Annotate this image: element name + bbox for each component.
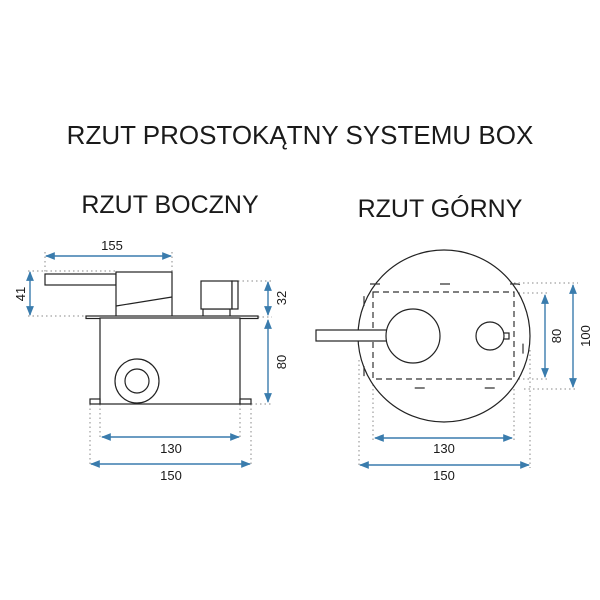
diverter-knob [475,321,505,351]
diverter-knob [200,280,233,310]
mounting-foot [89,398,101,405]
dim-41: 41 [13,287,28,301]
dim-150: 150 [160,468,182,483]
side-view-label: RZUT BOCZNY [81,191,259,219]
dim-130: 130 [160,441,182,456]
dim-80: 80 [274,355,289,369]
dim-150: 150 [433,468,455,483]
extension-lines [28,252,272,467]
mixer-body [115,271,173,318]
mixer-knob [385,308,441,364]
top-view-label: RZUT GÓRNY [358,194,523,223]
dim-130: 130 [433,441,455,456]
mounting-foot [239,398,252,405]
extension-lines [358,282,578,468]
lever-handle [315,329,389,342]
side-view: 155 41 32 80 130 150 [13,238,289,483]
top-view: 80 100 130 150 [315,249,593,483]
dim-32: 32 [274,291,289,305]
dim-80: 80 [549,329,564,343]
box-outline-outer [363,283,524,389]
installation-box [99,317,241,405]
drawing-title: RZUT PROSTOKĄTNY SYSTEMU BOX [67,120,534,150]
lever-handle [44,273,117,286]
dim-100: 100 [578,325,593,347]
dim-155: 155 [101,238,123,253]
